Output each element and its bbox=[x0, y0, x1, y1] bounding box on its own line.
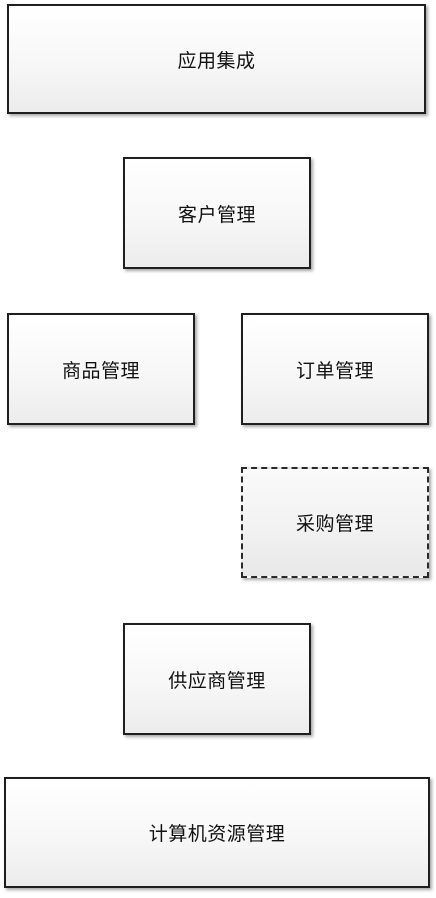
computer-resource-management-box: 计算机资源管理 bbox=[4, 777, 430, 888]
product-management-box: 商品管理 bbox=[7, 313, 195, 425]
supplier-management-label: 供应商管理 bbox=[168, 669, 266, 692]
purchase-management-box: 采购管理 bbox=[241, 467, 429, 578]
customer-management-label: 客户管理 bbox=[177, 203, 256, 226]
order-management-label: 订单管理 bbox=[295, 359, 374, 382]
customer-management-box: 客户管理 bbox=[123, 157, 311, 269]
app-integration-label: 应用集成 bbox=[177, 49, 256, 72]
purchase-management-label: 采购管理 bbox=[295, 513, 374, 535]
order-management-box: 订单管理 bbox=[241, 313, 429, 425]
app-integration-box: 应用集成 bbox=[7, 4, 426, 114]
supplier-management-box: 供应商管理 bbox=[123, 623, 311, 735]
product-management-label: 商品管理 bbox=[61, 359, 140, 382]
computer-resource-management-label: 计算机资源管理 bbox=[148, 823, 286, 845]
